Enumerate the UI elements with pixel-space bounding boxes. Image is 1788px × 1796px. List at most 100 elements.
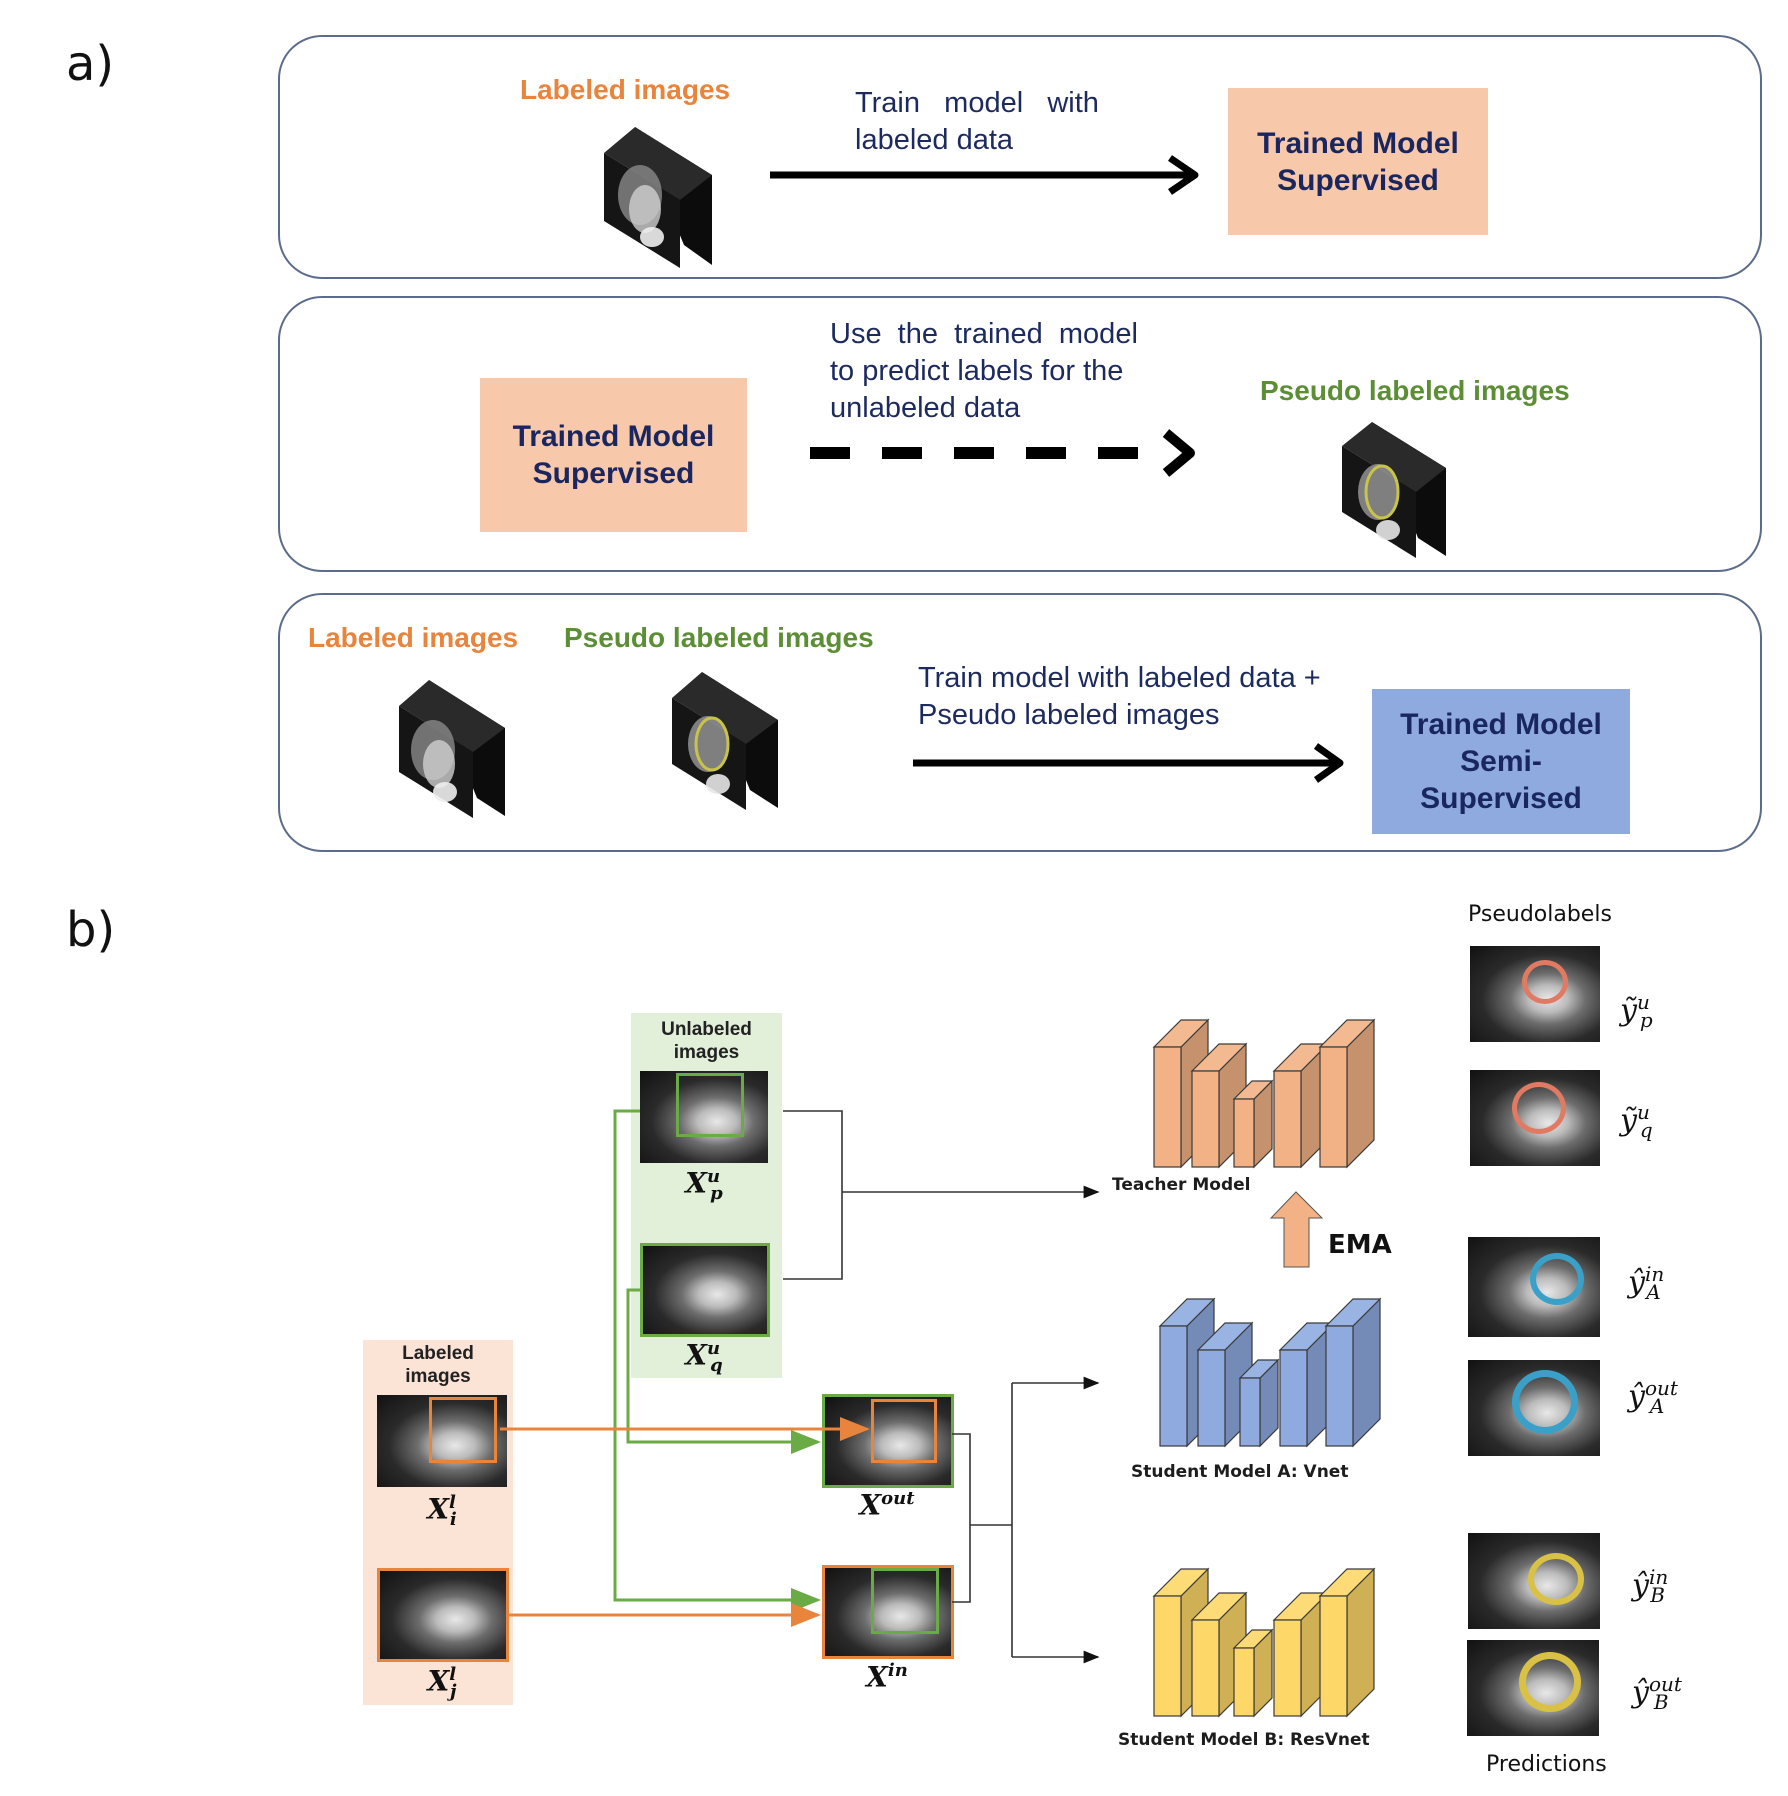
network-block-top (1272, 1043, 1330, 1072)
network-block-top (1196, 1322, 1254, 1351)
network-block-side (1346, 1567, 1375, 1718)
stage3-box-line1: Trained Model (1400, 708, 1602, 741)
network-block-front (1191, 1619, 1220, 1717)
unlabeled-images-title: Unlabeled images (631, 1018, 782, 1064)
network-block-front (1159, 1325, 1188, 1447)
pseudolabel-ring (1522, 960, 1568, 1004)
network-block-side (1300, 1042, 1329, 1169)
network-block-front (1191, 1070, 1220, 1168)
prediction-ring (1530, 1253, 1584, 1305)
label-yhat-a-out: ŷoutA (1628, 1376, 1678, 1418)
unlabeled-image-xq (640, 1243, 770, 1337)
stage3-box-line3: Supervised (1420, 782, 1582, 815)
student-a-label: Student Model A: Vnet (1131, 1462, 1349, 1482)
network-block-side (1346, 1018, 1375, 1169)
stage2-description-line3: unlabeled data (830, 392, 1021, 424)
student-a-network-icon (1158, 1297, 1382, 1448)
stage1-description: Train model with labeled data (855, 85, 1120, 159)
network-block-top (1152, 1568, 1210, 1597)
network-block-front (1239, 1377, 1261, 1447)
label-yhat-b-in: ŷinB (1632, 1565, 1669, 1607)
network-block-top (1232, 1629, 1274, 1649)
stage1-description-line1: Train model with (855, 87, 1099, 119)
teacher-model-label: Teacher Model (1112, 1175, 1251, 1195)
network-block-side (1224, 1321, 1253, 1448)
ema-label: EMA (1328, 1230, 1392, 1260)
labeled-image-xj (377, 1568, 509, 1662)
network-block-front (1233, 1098, 1255, 1168)
label-ytilde-p: ỹup (1620, 990, 1653, 1032)
student-b-network-icon (1152, 1567, 1376, 1718)
network-block-top (1158, 1298, 1216, 1327)
stage3-box-line2: Semi- (1460, 745, 1542, 778)
network-block-side (1259, 1358, 1279, 1448)
stage3-labeled-volume-icon (395, 678, 507, 820)
network-block-front (1319, 1595, 1348, 1717)
stage3-description-line1: Train model with labeled data + (918, 662, 1321, 694)
crop-region-box (429, 1397, 497, 1463)
stage3-description-line2: Pseudo labeled images (918, 699, 1220, 731)
pseudolabel-ring (1512, 1082, 1566, 1134)
prediction-ring (1528, 1553, 1584, 1605)
prediction-image-b-out (1467, 1640, 1599, 1736)
network-block-top (1278, 1322, 1336, 1351)
ema-arrow-icon (1269, 1191, 1324, 1268)
unlabeled-title-line2: images (673, 1042, 740, 1063)
network-block-side (1306, 1321, 1335, 1448)
stage3-description: Train model with labeled data + Pseudo l… (918, 660, 1378, 734)
mixed-image-xout (822, 1394, 954, 1488)
prediction-ring (1512, 1370, 1578, 1434)
pseudolabels-title: Pseudolabels (1468, 902, 1612, 927)
network-block-side (1218, 1042, 1247, 1169)
prediction-image-a-out (1468, 1360, 1600, 1456)
stage3-pseudo-labeled-images-label: Pseudo labeled images (564, 622, 874, 653)
pseudolabel-image-p (1470, 946, 1600, 1042)
network-block-side (1253, 1628, 1273, 1718)
network-block-side (1300, 1591, 1329, 1718)
unlabeled-to-teacher-connector (783, 1110, 1100, 1280)
network-block-front (1279, 1349, 1308, 1447)
stage1-mri-volume-icon (600, 125, 715, 270)
stage1-box-line2: Supervised (1277, 163, 1439, 197)
label-xp: Xup (685, 1166, 723, 1204)
network-block-front (1273, 1070, 1302, 1168)
network-block-side (1253, 1079, 1273, 1169)
network-block-front (1233, 1647, 1255, 1717)
stage2-box-line2: Supervised (532, 457, 695, 490)
network-block-front (1273, 1619, 1302, 1717)
panel-label-b: b) (66, 902, 116, 958)
network-block-top (1324, 1298, 1382, 1327)
label-ytilde-q: ỹuq (1620, 1100, 1653, 1142)
network-block-top (1190, 1592, 1248, 1621)
predictions-title: Predictions (1486, 1752, 1607, 1777)
network-block-front (1153, 1595, 1182, 1717)
stage-1-supervised-training (278, 35, 1762, 279)
labeled-title-line2: images (405, 1366, 471, 1387)
labeled-title-line1: Labeled (402, 1343, 474, 1364)
label-xin: Xin (866, 1660, 908, 1694)
network-block-top (1190, 1043, 1248, 1072)
teacher-model-network-icon (1152, 1018, 1376, 1169)
labeled-images-title: Labeled images (363, 1342, 513, 1388)
network-block-side (1352, 1297, 1381, 1448)
stage1-labeled-images-label: Labeled images (520, 74, 731, 105)
stage3-pseudo-labeled-volume-icon (668, 670, 780, 812)
stage2-box-line1: Trained Model (512, 420, 715, 453)
network-block-front (1197, 1349, 1226, 1447)
pseudolabel-image-q (1470, 1070, 1600, 1166)
prediction-image-a-in (1468, 1237, 1600, 1337)
network-block-top (1238, 1359, 1280, 1379)
student-b-label: Student Model B: ResVnet (1118, 1730, 1370, 1750)
stage2-description-line2: to predict labels for the (830, 355, 1124, 387)
pasted-labeled-region (871, 1399, 937, 1463)
network-block-top (1318, 1019, 1376, 1048)
network-block-front (1325, 1325, 1354, 1447)
stage2-description-line1: Use the trained model (830, 318, 1138, 350)
mixed-image-xin (822, 1565, 954, 1659)
stage1-box-line1: Trained Model (1257, 126, 1459, 160)
panel-label-a: a) (66, 36, 115, 92)
prediction-ring (1519, 1652, 1581, 1712)
